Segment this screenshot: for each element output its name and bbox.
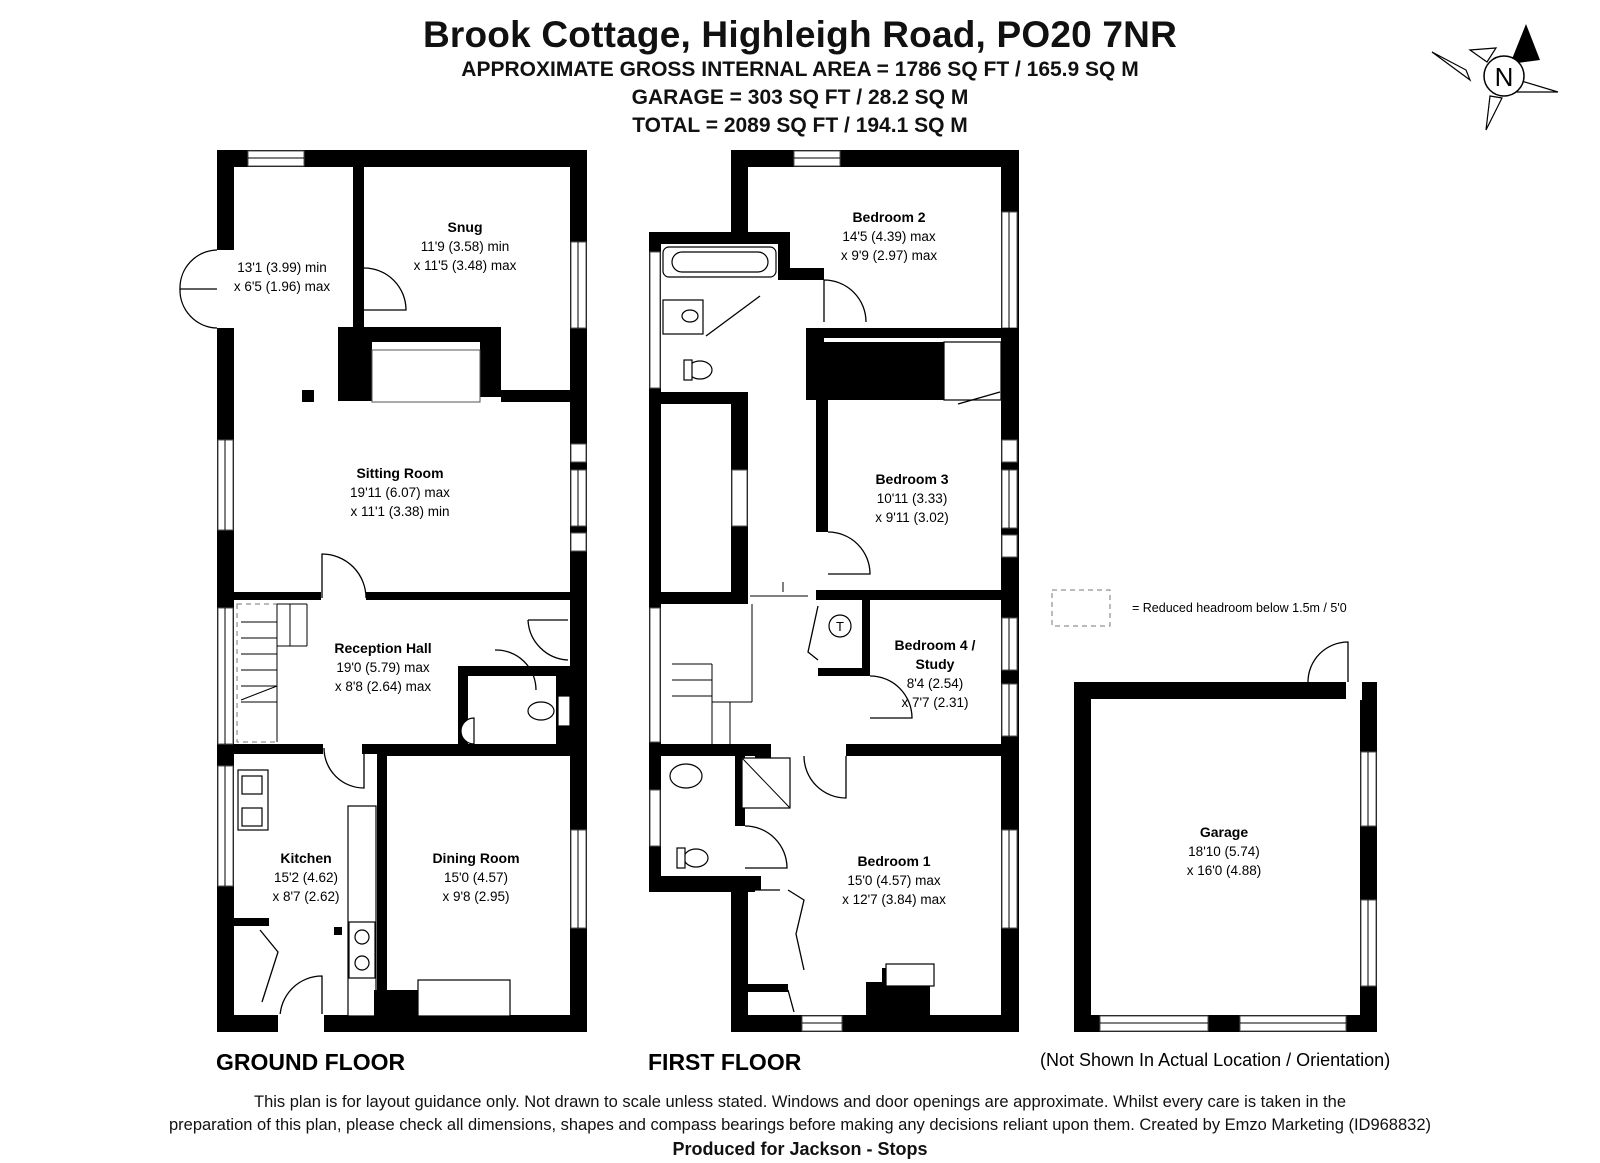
first-floor-labels: Bedroom 2 14'5 (4.39) max x 9'9 (2.97) m… [841, 209, 976, 907]
ground-floor-labels: 13'1 (3.99) min x 6'5 (1.96) max Snug 11… [234, 219, 520, 904]
kitchen-dim2: x 8'7 (2.62) [272, 889, 339, 904]
snug-label: Snug [448, 219, 483, 235]
page-title: Brook Cottage, Highleigh Road, PO20 7NR [422, 14, 1178, 55]
reception-hall-label: Reception Hall [334, 640, 431, 656]
sitting-room-dim1: 19'11 (6.07) max [350, 485, 450, 500]
ff-right-wall [1001, 150, 1019, 1032]
bedroom2-dim2: x 9'9 (2.97) max [841, 248, 938, 263]
snug-dim1: 11'9 (3.58) min [421, 239, 510, 254]
gross-area-line: APPROXIMATE GROSS INTERNAL AREA = 1786 S… [461, 58, 1139, 81]
ground-floor-plan [179, 150, 587, 1034]
gf-bottom-wall [217, 1015, 587, 1032]
gf-snug-left-wall [353, 165, 364, 327]
legend: = Reduced headroom below 1.5m / 5'0 [1051, 589, 1347, 627]
gf-unnamed-dim2: x 6'5 (1.96) max [234, 279, 331, 294]
gf-kitchen-dining-wall [377, 744, 387, 1030]
bedroom1-dim2: x 12'7 (3.84) max [842, 892, 946, 907]
garage-area-line: GARAGE = 303 SQ FT / 28.2 SQ M [631, 86, 969, 109]
compass-icon: N [1431, 24, 1559, 131]
sitting-room-label: Sitting Room [356, 465, 443, 481]
first-floor-label: FIRST FLOOR [648, 1049, 802, 1075]
kitchen-label: Kitchen [280, 850, 331, 866]
garage-dim2: x 16'0 (4.88) [1187, 863, 1262, 878]
snug-dim2: x 11'5 (3.48) max [414, 258, 517, 273]
compass-letter: N [1495, 62, 1514, 92]
bedroom2-dim1: 14'5 (4.39) max [842, 229, 936, 244]
gf-top-wall [217, 150, 587, 167]
garage-plan: Garage 18'10 (5.74) x 16'0 (4.88) [1074, 641, 1377, 1032]
garage-note: (Not Shown In Actual Location / Orientat… [1040, 1050, 1390, 1070]
bedroom3-dim1: 10'11 (3.33) [877, 491, 948, 506]
kitchen-dim1: 15'2 (4.62) [274, 870, 338, 885]
garage-dim1: 18'10 (5.74) [1188, 844, 1260, 859]
bedroom4-dim1: 8'4 (2.54) [907, 676, 964, 691]
disclaimer-line1: This plan is for layout guidance only. N… [253, 1093, 1346, 1111]
bedroom4-label-line1: Bedroom 4 / [895, 637, 976, 653]
garage-label: Garage [1200, 824, 1248, 840]
first-floor-plan: T [649, 150, 1019, 1032]
produced-for: Produced for Jackson - Stops [672, 1139, 928, 1159]
bedroom3-dim2: x 9'11 (3.02) [875, 510, 949, 525]
dining-room-dim1: 15'0 (4.57) [444, 870, 508, 885]
reception-hall-dim1: 19'0 (5.79) max [336, 660, 430, 675]
cylinder-label: T [836, 619, 844, 634]
legend-text: = Reduced headroom below 1.5m / 5'0 [1132, 601, 1347, 615]
bedroom1-label: Bedroom 1 [857, 853, 930, 869]
bedroom3-label: Bedroom 3 [875, 471, 948, 487]
gf-right-wall [570, 150, 587, 1032]
bedroom1-dim1: 15'0 (4.57) max [847, 873, 941, 888]
dining-room-label: Dining Room [432, 850, 519, 866]
bedroom2-label: Bedroom 2 [852, 209, 925, 225]
gf-unnamed-dim1: 13'1 (3.99) min [237, 260, 327, 275]
disclaimer-line2: preparation of this plan, please check a… [168, 1116, 1432, 1134]
ground-floor-label: GROUND FLOOR [216, 1049, 405, 1075]
reception-hall-dim2: x 8'8 (2.64) max [335, 679, 432, 694]
reduced-headroom-swatch [1051, 589, 1111, 627]
total-area-line: TOTAL = 2089 SQ FT / 194.1 SQ M [632, 114, 968, 137]
ff-top-wall [731, 150, 1019, 167]
bedroom4-dim2: x 7'7 (2.31) [901, 695, 968, 710]
sitting-room-dim2: x 11'1 (3.38) min [350, 504, 449, 519]
dining-room-dim2: x 9'8 (2.95) [442, 889, 509, 904]
bedroom4-label-line2: Study [916, 656, 955, 672]
